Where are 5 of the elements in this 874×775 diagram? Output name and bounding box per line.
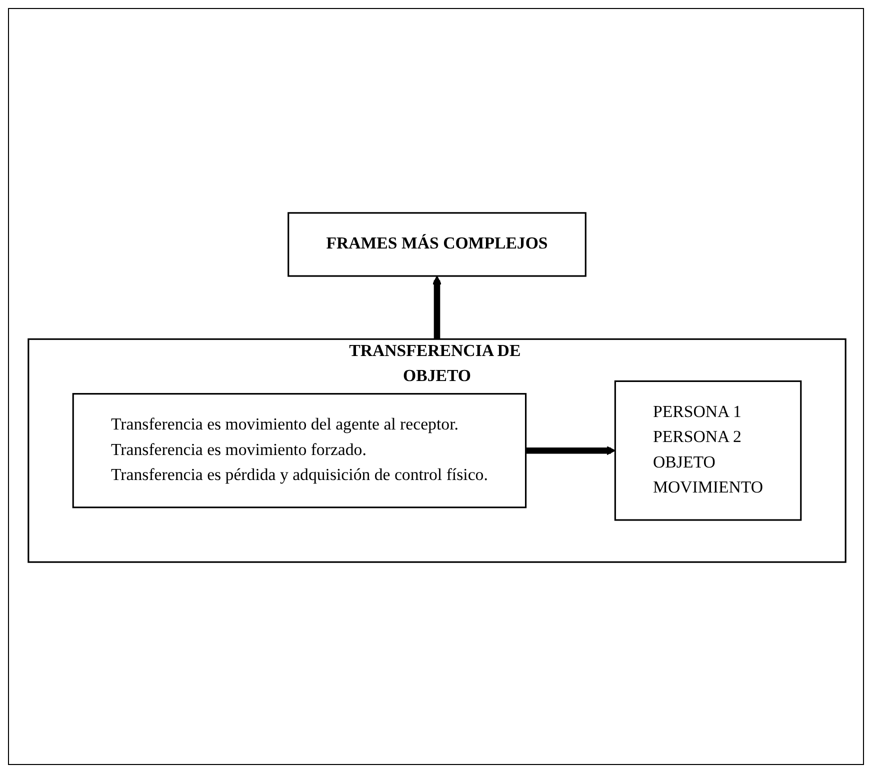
node-box: PERSONA 1 PERSONA 2 OBJETO MOVIMIENTO xyxy=(614,380,802,521)
arrow xyxy=(432,276,442,340)
arrow xyxy=(526,446,616,456)
node-box: FRAMES MÁS COMPLEJOS xyxy=(288,212,586,277)
node-box: Transferencia es movimiento del agente al receptor. Transferencia es movimiento forzado. Transferencia es pérdida y adquisición de control físico. xyxy=(72,393,527,508)
